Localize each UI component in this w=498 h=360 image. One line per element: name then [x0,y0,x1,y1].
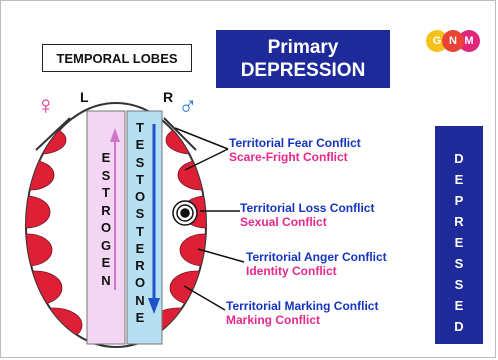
banner-line-1: Primary [267,37,339,58]
pointer-lines [174,127,245,311]
depressed-side-banner: D E P R E S S E D [435,126,483,344]
target-icon [172,200,198,226]
left-lobe-4 [26,233,53,267]
male-symbol-icon: ♂ [178,90,198,120]
banner-line-2: DEPRESSION [240,60,366,81]
estrogen-arrow-head [110,128,120,142]
left-lobe-6 [26,307,83,343]
female-symbol-icon: ♀ [36,90,56,120]
left-lobe-3 [26,195,51,229]
left-side-label: L [80,89,89,105]
logo-letter-n: N [442,30,464,52]
right-lobe-5 [169,270,206,306]
brain-top-lines [35,117,197,151]
logo-letter-m: M [458,30,480,52]
left-lobe-5 [26,270,63,306]
temporal-lobes-label: TEMPORAL LOBES [42,44,192,72]
conflict-anger: Territorial Anger Conflict Identity Conf… [246,250,387,278]
primary-depression-banner: Primary DEPRESSION [216,30,390,88]
testosterone-label: T E S T O S T E R O N E [134,120,146,325]
conflict-marking: Territorial Marking Conflict Marking Con… [226,299,379,327]
testosterone-arrow-head [148,298,160,314]
estrogen-column-bg [86,110,126,345]
conflict-fear: Territorial Fear Conflict Scare-Fright C… [229,136,361,164]
conflict-loss: Territorial Loss Conflict Sexual Conflic… [240,201,375,229]
estrogen-label: E S T R O G E N [100,150,112,288]
right-side-label: R [163,89,174,105]
